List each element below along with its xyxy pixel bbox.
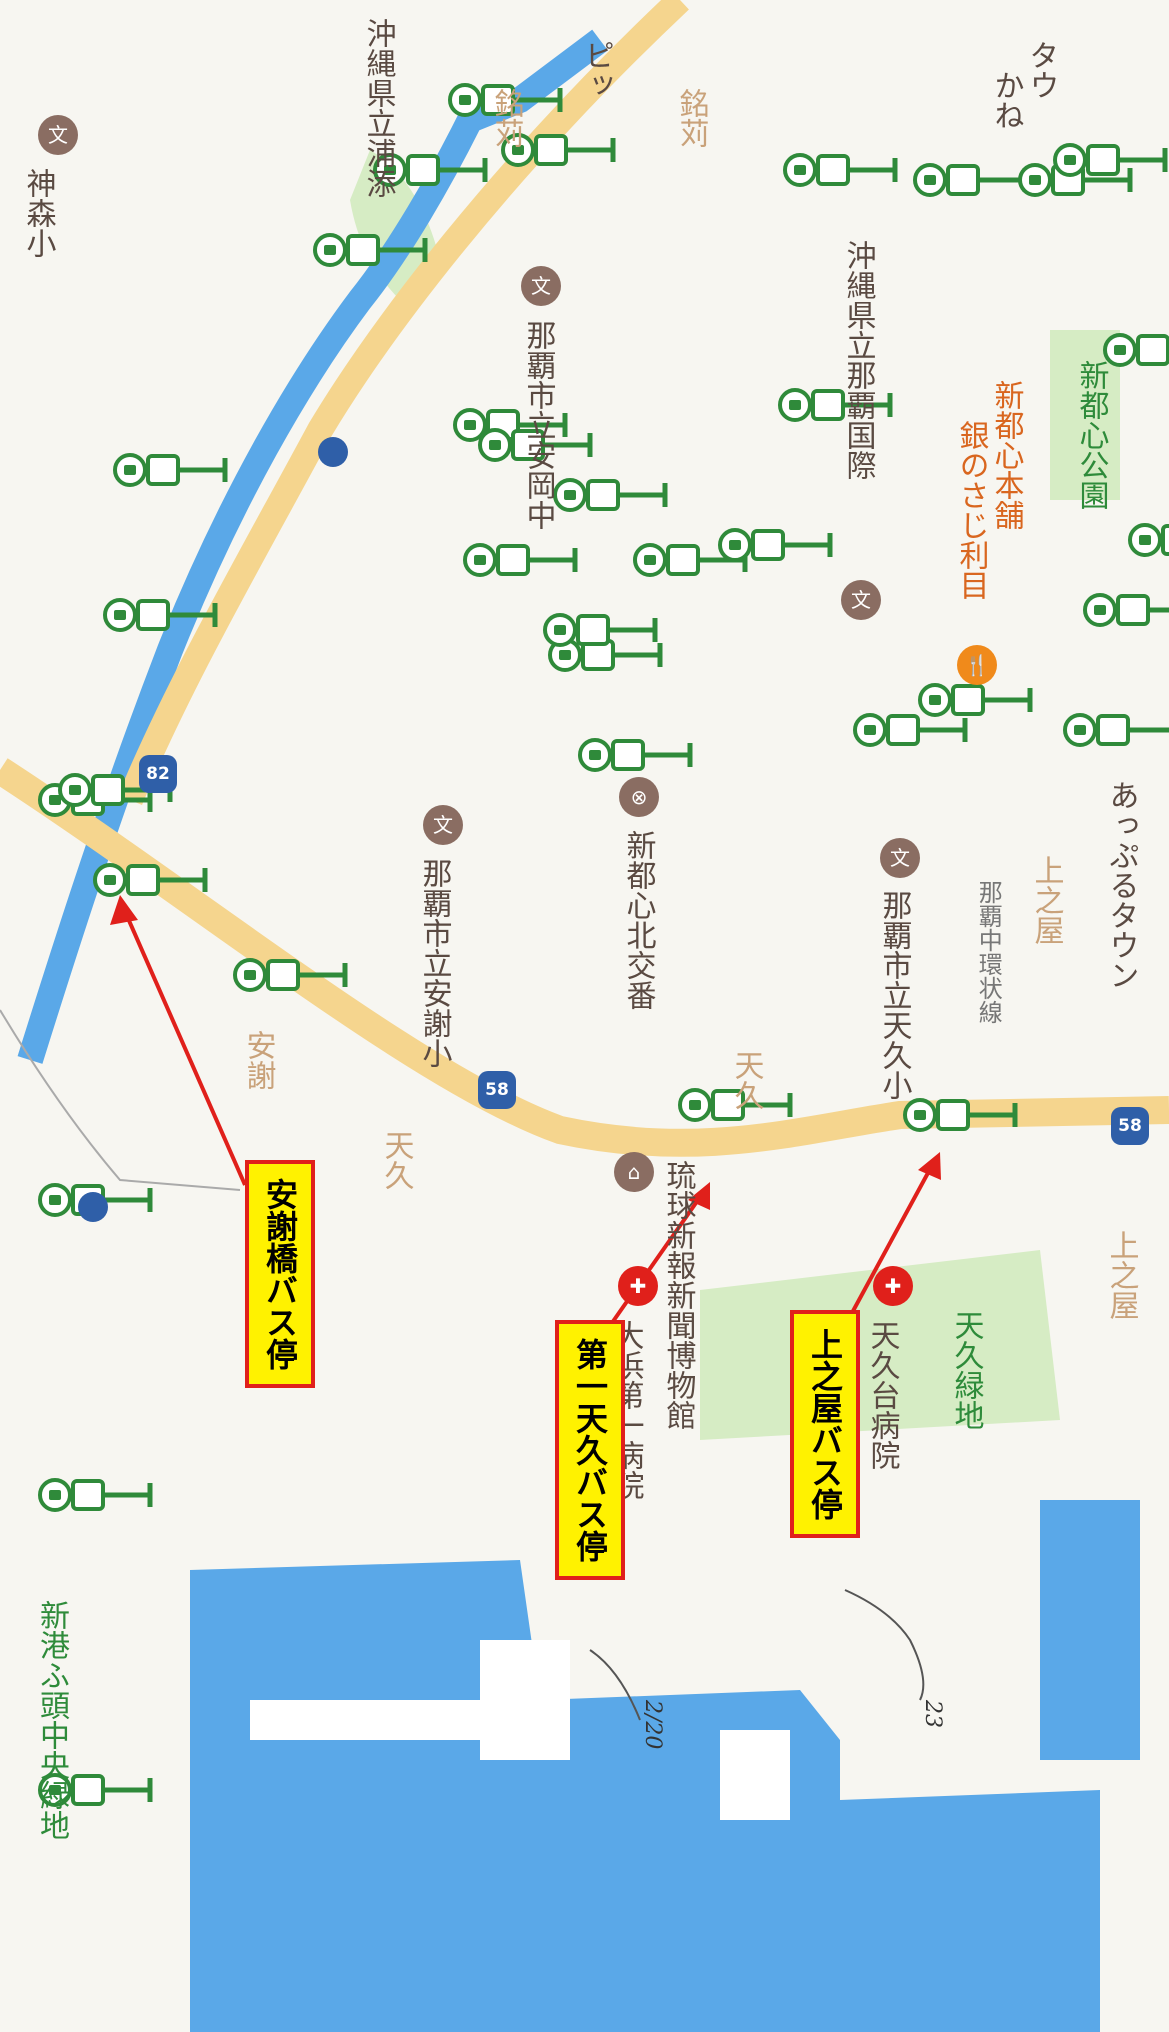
hospital-icon: ✚ (618, 1266, 658, 1306)
route-58-badge-2: 58 (1111, 1107, 1149, 1145)
label-ryukyu-shimpo: 琉球新報新聞博物館 (660, 1160, 696, 1430)
water-area (1040, 1500, 1140, 1760)
arrow-ajabashi (118, 899, 247, 1186)
bus-stop-icon (103, 598, 218, 632)
pier (720, 1730, 790, 1820)
label-atteru: あっぷるタウン (1103, 780, 1139, 990)
bus-stop-icon (853, 713, 968, 747)
scribble (589, 1649, 641, 1721)
bus-stop-icon (373, 153, 488, 187)
label-ameku-greenery: 天久緑地 (948, 1310, 984, 1430)
callout-daiichi-ameku-bus-stop: 第一天久バス停 (555, 1320, 625, 1580)
school-icon: 文 (880, 838, 920, 878)
label-kamori-school: 神森小 (20, 168, 56, 258)
bus-stop-icon (903, 1098, 1018, 1132)
bus-stop-icon (93, 863, 208, 897)
school-icon: 文 (38, 115, 78, 155)
scribble (844, 1589, 925, 1701)
bus-stop-icon (313, 233, 428, 267)
hospital-icon: ✚ (873, 1266, 913, 1306)
label-uenoya-1: 上之屋 (1028, 855, 1064, 945)
label-picco: ピッ (578, 40, 614, 100)
bus-stops-layer (38, 83, 1169, 1807)
label-meien-1: 銘苅 (488, 88, 524, 148)
route-marker (318, 437, 348, 467)
route-marker (78, 1192, 108, 1222)
callout-uenoya-bus-stop: 上之屋バス停 (790, 1310, 860, 1538)
handwritten-date: 2/20 (640, 1700, 665, 1750)
label-meien-2: 銘苅 (673, 88, 709, 148)
callout-ajabashi-bus-stop: 安謝橋バス停 (245, 1160, 315, 1388)
bus-stop-icon (718, 528, 833, 562)
label-aja-school: 那覇市立安謝小 (416, 858, 452, 1068)
label-ameku-hospital: 天久台病院 (864, 1320, 900, 1470)
bus-stop-icon (463, 543, 578, 577)
arrow-head-uenoya (918, 1152, 941, 1180)
bus-stop-icon (233, 958, 348, 992)
bus-stop-icon (113, 453, 228, 487)
minor-road (0, 1009, 241, 1191)
label-naha-intl: 沖縄県立那覇国際 (840, 240, 876, 480)
label-shintoshin-park: 新都心公園 (1073, 360, 1109, 510)
label-ameku-1: 天久 (378, 1130, 414, 1190)
bus-stop-icon (918, 683, 1033, 717)
label-shintoshin-police: 新都心北交番 (620, 830, 656, 1010)
label-uenoya-2: 上之屋 (1103, 1230, 1139, 1320)
bus-stop-icon (501, 133, 616, 167)
label-town-1: タウ (1023, 40, 1059, 100)
bus-stop-icon (448, 83, 563, 117)
pier (480, 1640, 570, 1760)
route-82-badge: 82 (139, 755, 177, 793)
water-area (190, 1560, 1100, 2032)
bus-stop-icon (38, 1478, 153, 1512)
bus-stop-icon (1053, 143, 1168, 177)
arrow-head-ajabashi (110, 895, 138, 925)
label-naka-kanjo: 那覇中環状線 (974, 880, 1003, 1024)
label-shintoshin-honpo: 新都心本舗 (988, 380, 1024, 530)
label-town-2: かね (988, 70, 1024, 130)
school-icon: 文 (423, 805, 463, 845)
arrow-daiichi (598, 1188, 707, 1342)
bus-stop-icon (1083, 593, 1169, 627)
bus-stop-icon (453, 408, 568, 442)
park-area (1050, 330, 1120, 500)
label-ginza: 銀のさじ利目 (953, 420, 989, 600)
label-ameku-2: 天久 (728, 1050, 764, 1110)
bus-stop-icon (578, 738, 693, 772)
bus-stop-icon (38, 1773, 153, 1807)
label-okinawa-urasoe: 沖縄県立浦添 (360, 18, 396, 198)
label-aja: 安謝 (240, 1030, 276, 1090)
handwritten-number: 23 (920, 1700, 945, 1728)
school-icon: 文 (521, 266, 561, 306)
route-58-badge: 58 (478, 1071, 516, 1109)
restaurant-icon: 🍴 (957, 645, 997, 685)
bus-stop-icon (1063, 713, 1169, 747)
arrow-uenoya (838, 1159, 937, 1336)
school-icon: 文 (841, 580, 881, 620)
label-naha-asaoka: 那覇市立安岡中 (520, 320, 556, 530)
museum-icon: ⌂ (614, 1152, 654, 1192)
route-58-road (0, 758, 1169, 1157)
label-shinko-park: 新港ふ頭中央緑地 (34, 1600, 69, 1840)
police-box-icon: ⊗ (619, 777, 659, 817)
arrow-head-daiichi (688, 1182, 710, 1210)
bus-stop-icon (553, 478, 668, 512)
label-ame-school: 那覇市立天久小 (876, 890, 912, 1100)
bus-stop-icon (778, 388, 893, 422)
bus-stop-icon (543, 613, 658, 647)
pier (250, 1700, 490, 1740)
bus-stop-icon (1128, 523, 1169, 557)
river (17, 29, 608, 1064)
bus-stop-icon (678, 1088, 793, 1122)
bus-stop-icon (478, 428, 593, 462)
bus-stop-icon (1103, 333, 1169, 367)
bus-stop-icon (783, 153, 898, 187)
